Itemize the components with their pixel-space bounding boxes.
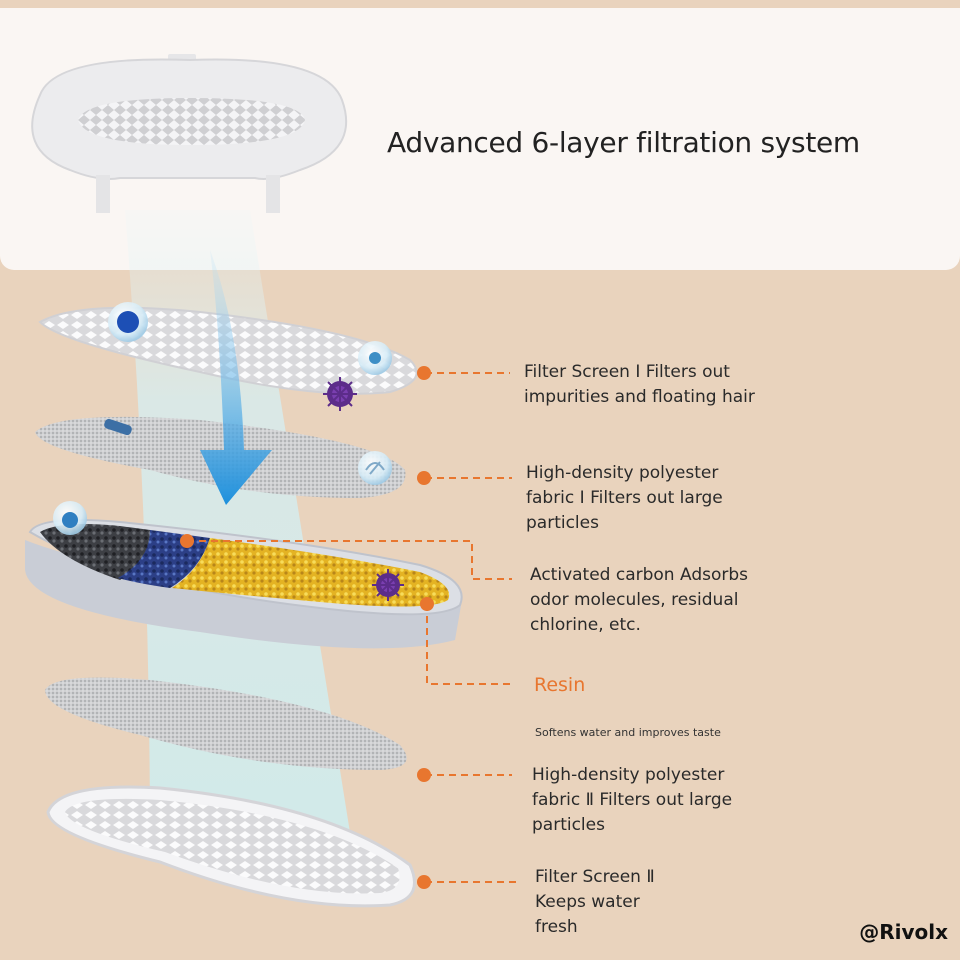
leader-lines	[187, 372, 516, 883]
flow-arrow-icon	[200, 250, 272, 505]
label-polyester-fabric-2: High-density polyester fabric Ⅱ Filters …	[532, 765, 733, 835]
filter-screen-2-layer	[46, 785, 416, 908]
label-resin-note: Softens water and improves taste	[535, 726, 721, 739]
filter-cover-icon	[31, 54, 348, 213]
polyester-fabric-2-layer	[45, 677, 407, 770]
activated-carbon-tray	[25, 501, 463, 649]
label-resin: Resin	[534, 674, 586, 696]
page-title: Advanced 6-layer filtration system	[387, 126, 860, 159]
label-polyester-fabric-1: High-density polyester fabric Ⅰ Filters …	[526, 463, 723, 533]
label-activated-carbon: Activated carbon Adsorbs odor molecules,…	[530, 565, 749, 635]
label-filter-screen-1: Filter Screen Ⅰ Filters out impurities a…	[524, 362, 755, 407]
credit-watermark: @Rivolx	[859, 920, 948, 944]
label-filter-screen-2: Filter Screen Ⅱ Keeps water fresh	[535, 867, 655, 937]
leader-dots	[180, 366, 434, 889]
